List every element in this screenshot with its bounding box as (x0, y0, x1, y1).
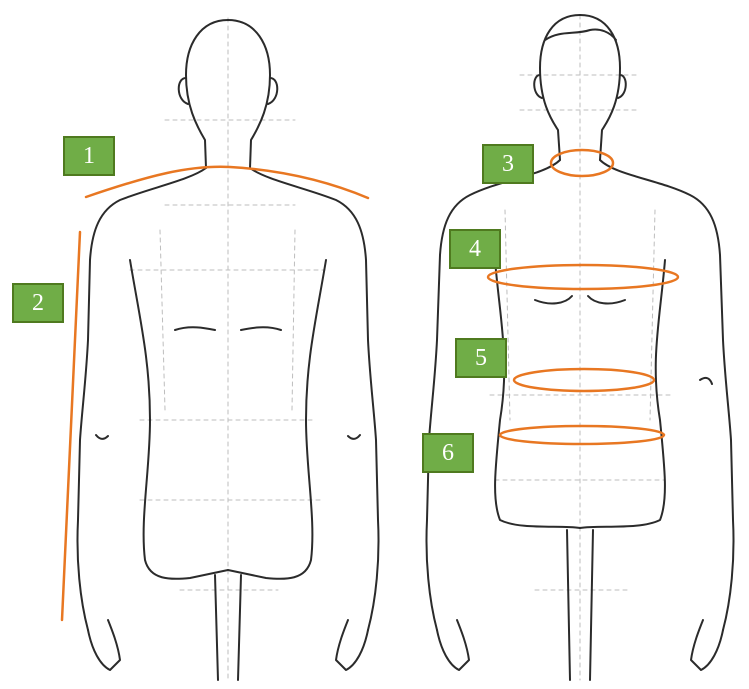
badge-4: 4 (449, 229, 501, 269)
hip-ellipse (500, 426, 664, 444)
badge-5: 5 (455, 338, 507, 378)
badge-1: 1 (63, 136, 115, 176)
badge-6: 6 (422, 433, 474, 473)
back-view-figure (77, 18, 378, 680)
badge-3: 3 (482, 144, 534, 184)
chest-ellipse (488, 265, 678, 289)
shoulder-line (86, 167, 368, 198)
badge-2: 2 (12, 283, 64, 323)
front-guide-lines (490, 15, 670, 680)
waist-ellipse (514, 369, 654, 391)
back-guide-lines (130, 18, 325, 680)
